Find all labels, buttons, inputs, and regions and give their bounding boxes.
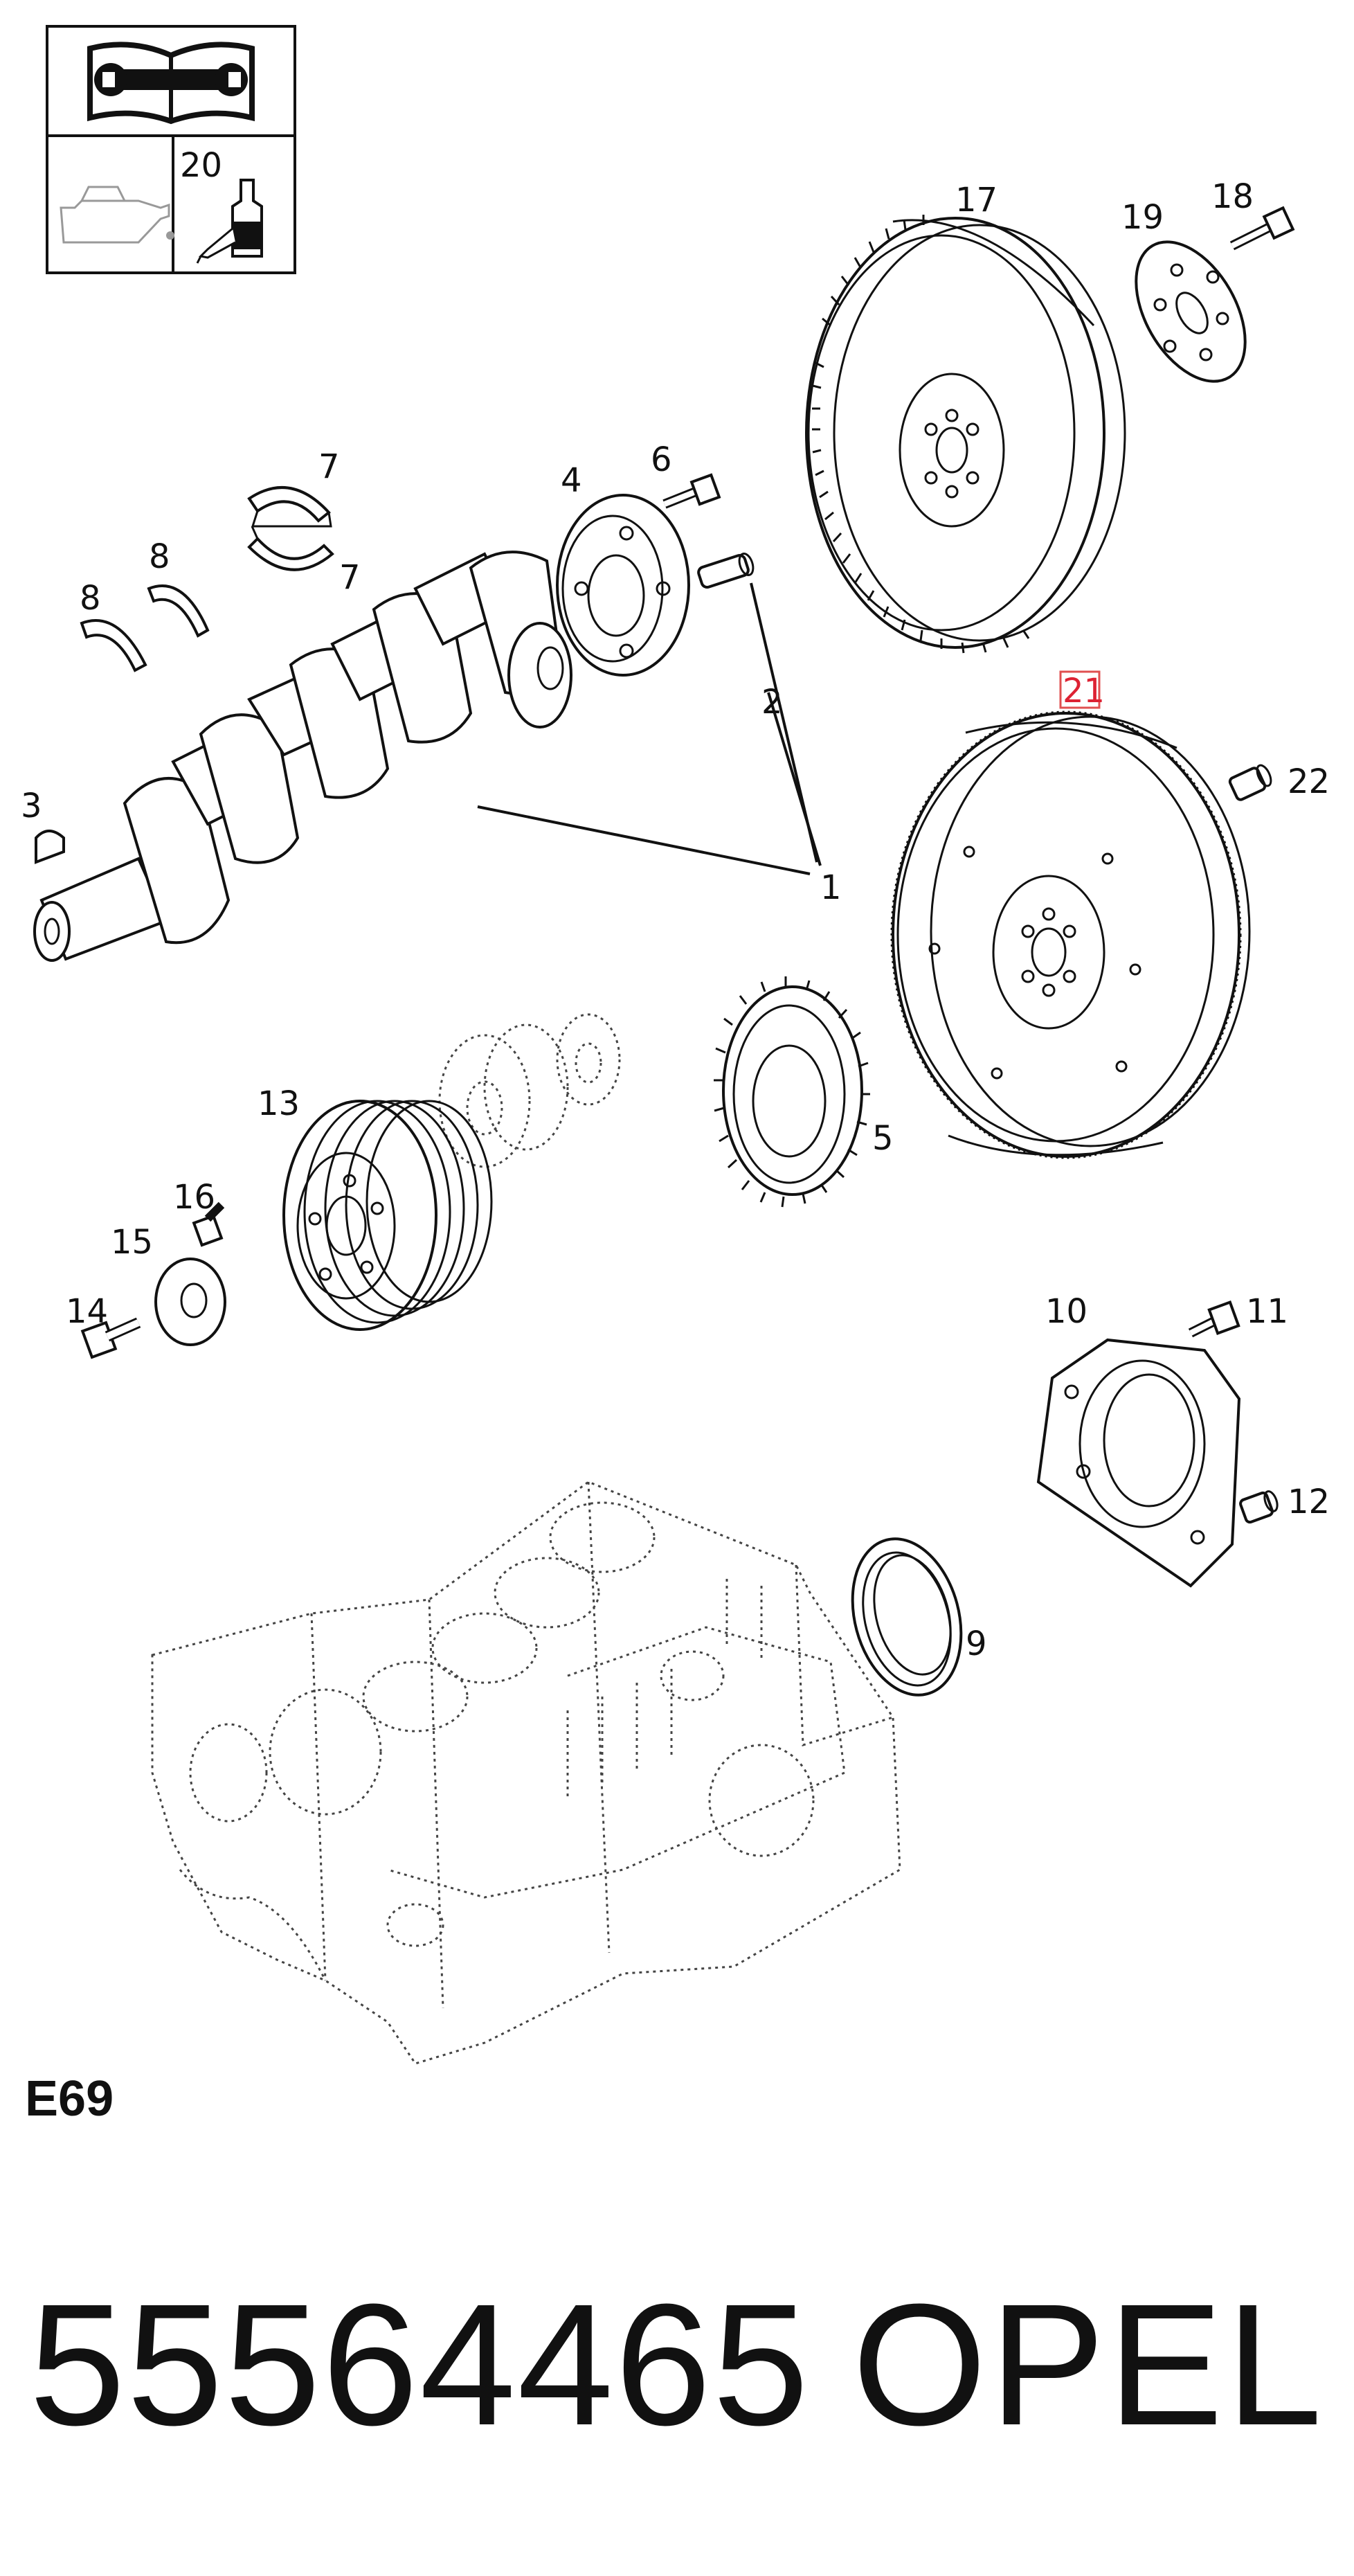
callout-18: 18 xyxy=(1211,177,1254,216)
engine-block-outline xyxy=(151,1481,901,2065)
brand-name: OPEL xyxy=(852,2268,1325,2461)
callout-21-highlight-box xyxy=(1059,670,1101,709)
pulley-washer xyxy=(154,1258,226,1346)
legend-number: 20 xyxy=(180,146,222,185)
thrust-washers xyxy=(80,584,210,672)
callout-6: 6 xyxy=(651,440,672,479)
flywheel-dual-mass xyxy=(805,215,1126,654)
callout-15: 15 xyxy=(111,1223,153,1262)
callout-13: 13 xyxy=(258,1084,300,1123)
callout-2: 2 xyxy=(761,683,783,722)
callout-14: 14 xyxy=(66,1292,108,1331)
dowel-pin xyxy=(697,553,755,589)
oil-can-icon xyxy=(60,186,174,244)
pulley-bolt xyxy=(80,1317,141,1359)
part-number: 55564465 xyxy=(29,2268,811,2461)
seal-housing-bolt xyxy=(1188,1300,1240,1338)
callout-16: 16 xyxy=(173,1178,215,1217)
pulley-bolt-small xyxy=(192,1201,225,1247)
crank-sprocket xyxy=(714,976,870,1208)
sealant-bottle-icon: 20 xyxy=(180,146,263,264)
seal-housing-sleeve xyxy=(1239,1490,1279,1524)
callout-8-right: 8 xyxy=(149,537,170,576)
callout-4: 4 xyxy=(561,461,582,500)
callout-17: 17 xyxy=(955,181,998,220)
crank-pulley xyxy=(282,1100,493,1331)
flywheel-plate xyxy=(1135,240,1247,383)
callout-5: 5 xyxy=(872,1119,894,1158)
callout-12: 12 xyxy=(1288,1483,1330,1521)
callout-22: 22 xyxy=(1288,762,1330,801)
callout-10: 10 xyxy=(1045,1292,1087,1331)
rear-seal-housing xyxy=(1036,1338,1241,1588)
callout-7-top: 7 xyxy=(318,447,340,486)
callout-19: 19 xyxy=(1121,198,1164,237)
woodruff-key xyxy=(35,830,65,864)
crankshaft xyxy=(33,551,572,962)
leader-lines xyxy=(477,582,822,875)
legend-box: 20 xyxy=(46,25,296,274)
callouts: 1 2 3 4 5 6 7 7 8 8 9 10 11 12 13 14 15 … xyxy=(21,177,1330,1663)
hub-bolt xyxy=(662,473,721,509)
callout-3: 3 xyxy=(21,787,42,825)
callout-7-bottom: 7 xyxy=(339,558,361,597)
crank-hub xyxy=(556,494,690,677)
balance-gears xyxy=(438,1013,621,1168)
callout-8-left: 8 xyxy=(80,579,101,618)
main-bearing-shells xyxy=(247,486,334,571)
callout-9: 9 xyxy=(966,1625,987,1663)
section-code: E69 xyxy=(25,2071,114,2127)
rear-oil-seal xyxy=(851,1537,963,1697)
callout-1: 1 xyxy=(820,868,842,907)
flywheel xyxy=(890,710,1251,1159)
repair-manual-icon xyxy=(87,42,255,125)
callout-21: 21 xyxy=(1063,672,1105,710)
flywheel-bolt xyxy=(1229,206,1295,251)
flywheel-pin xyxy=(1228,764,1272,801)
callout-11: 11 xyxy=(1246,1292,1288,1331)
